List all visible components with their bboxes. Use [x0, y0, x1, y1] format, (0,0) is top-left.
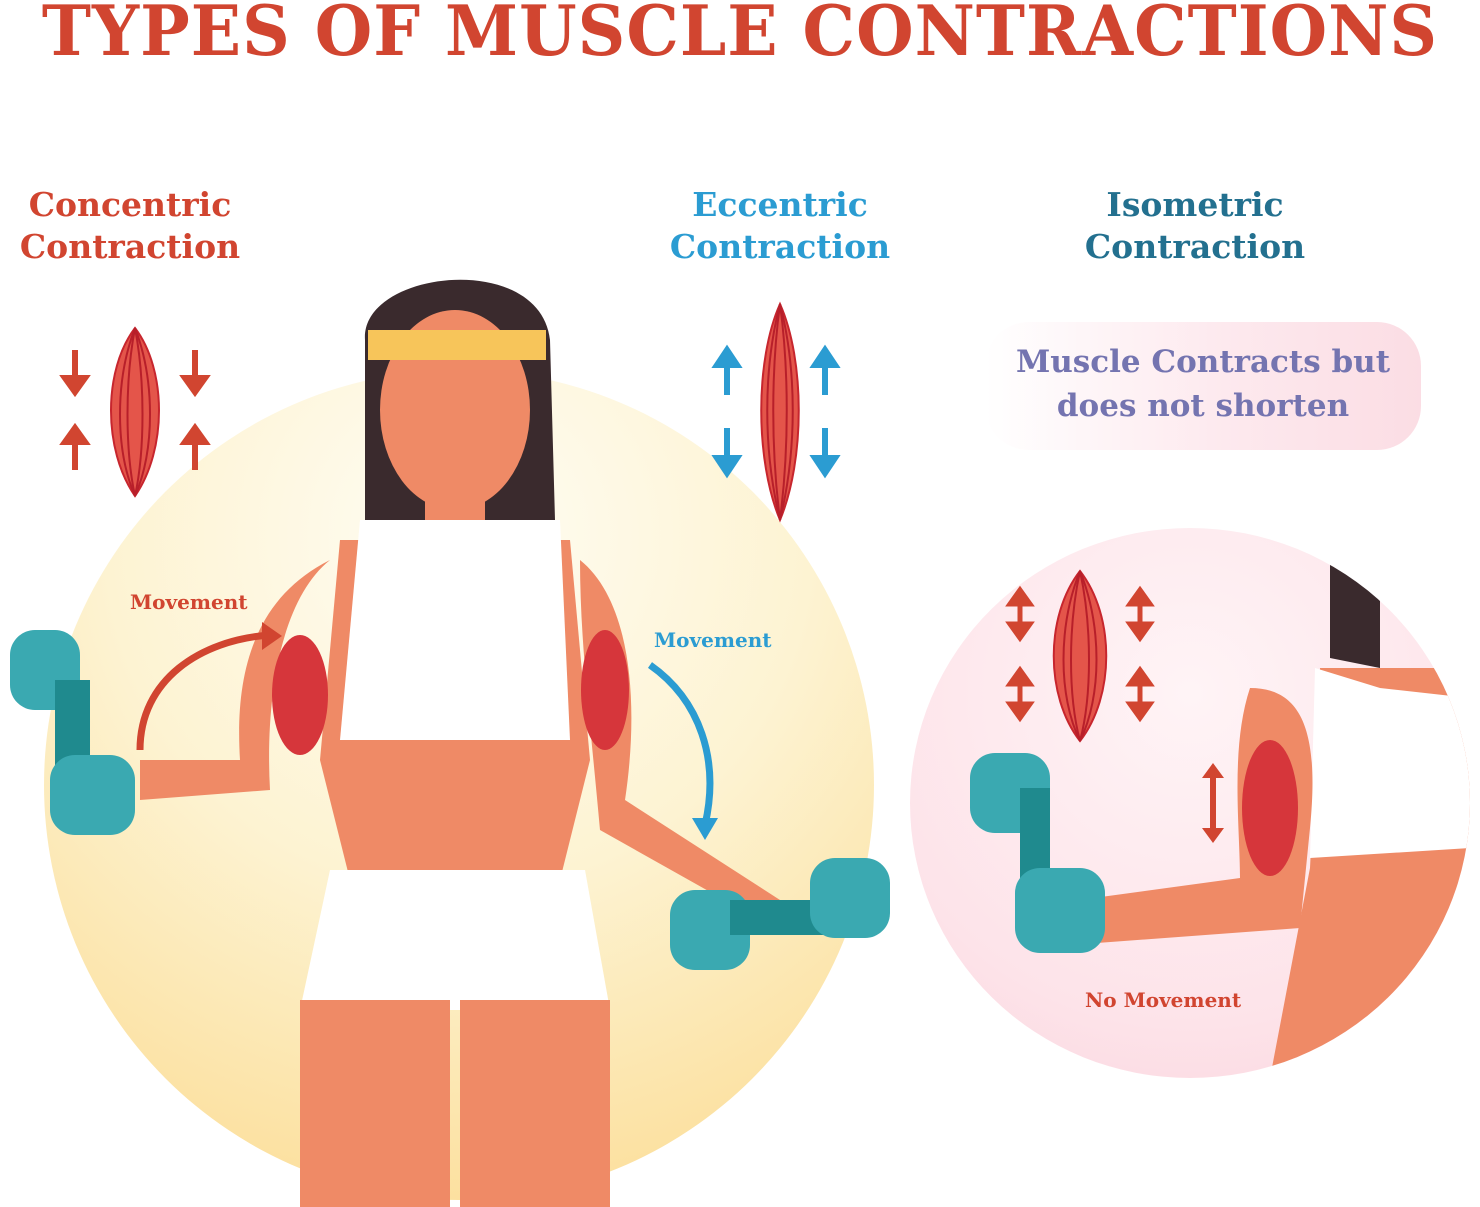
isometric-desc-line1: Muscle Contracts but [1015, 344, 1391, 380]
concentric-line1: Concentric [28, 185, 232, 224]
eccentric-muscle-icon [711, 301, 841, 523]
eccentric-heading: Eccentric Contraction [640, 184, 920, 268]
concentric-line2: Contraction [19, 227, 241, 266]
eccentric-line2: Contraction [669, 227, 891, 266]
eccentric-line1: Eccentric [692, 185, 868, 224]
right-dumbbell-icon [670, 858, 890, 970]
concentric-movement-label: Movement [130, 590, 248, 614]
eccentric-movement-label: Movement [654, 628, 772, 652]
isometric-desc-line2: does not shorten [1056, 388, 1350, 424]
isometric-line1: Isometric [1106, 185, 1284, 224]
concentric-muscle-icon [59, 326, 211, 498]
woman-figure [10, 279, 890, 1207]
left-dumbbell-icon [10, 630, 135, 835]
concentric-heading: Concentric Contraction [0, 184, 260, 268]
isometric-illustration-circle: No Movement [910, 528, 1470, 1078]
isometric-description-box: Muscle Contracts but does not shorten [985, 322, 1421, 450]
isometric-arm-figure [970, 548, 1470, 1078]
isometric-line2: Contraction [1084, 227, 1306, 266]
isometric-heading: Isometric Contraction [1050, 184, 1340, 268]
isometric-muscle-icon [1005, 569, 1155, 743]
no-movement-label: No Movement [1085, 988, 1242, 1012]
page-title: TYPES OF MUSCLE CONTRACTIONS [41, 0, 1439, 72]
